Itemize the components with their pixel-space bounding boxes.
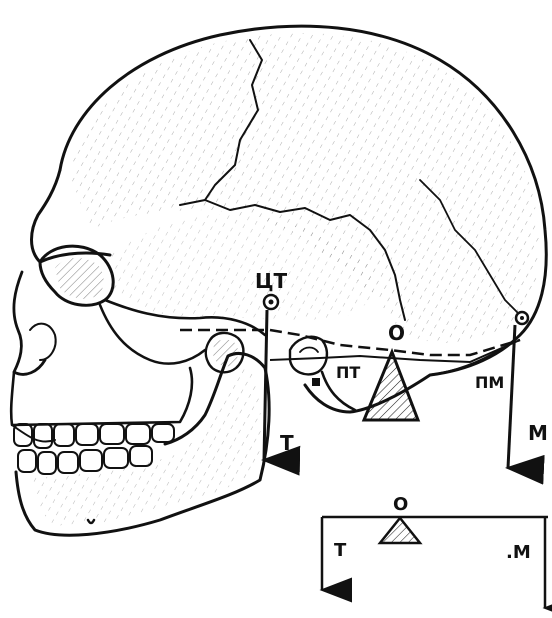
nasal-cavity (30, 324, 56, 360)
scheme-right-force-label: .М (506, 542, 531, 563)
muscle-force-label: М (528, 421, 548, 445)
gravity-arm-label: ПТ (336, 363, 360, 382)
muscle-arm-label: ПМ (475, 373, 504, 392)
ear-shadow (213, 340, 238, 367)
mastoid-process (290, 337, 327, 375)
head-weight-force-label: Т (280, 431, 294, 455)
center-of-gravity-dot (269, 300, 274, 305)
mastoid-inner (300, 348, 318, 353)
center-of-gravity-label: ЦТ (255, 269, 288, 293)
fulcrum-label: О (388, 321, 405, 345)
lever-scheme: О Т .М (322, 494, 548, 608)
mastoid-mark (312, 378, 320, 386)
muscle-attachment-dot (520, 316, 524, 320)
mandible-texture (30, 369, 261, 525)
scheme-fulcrum-triangle (380, 518, 420, 543)
orbit-shadow (55, 258, 104, 299)
maxilla (11, 368, 192, 425)
upper-teeth (12, 424, 174, 448)
scheme-left-force-label: Т (334, 540, 347, 561)
scheme-fulcrum-label: О (393, 494, 408, 515)
